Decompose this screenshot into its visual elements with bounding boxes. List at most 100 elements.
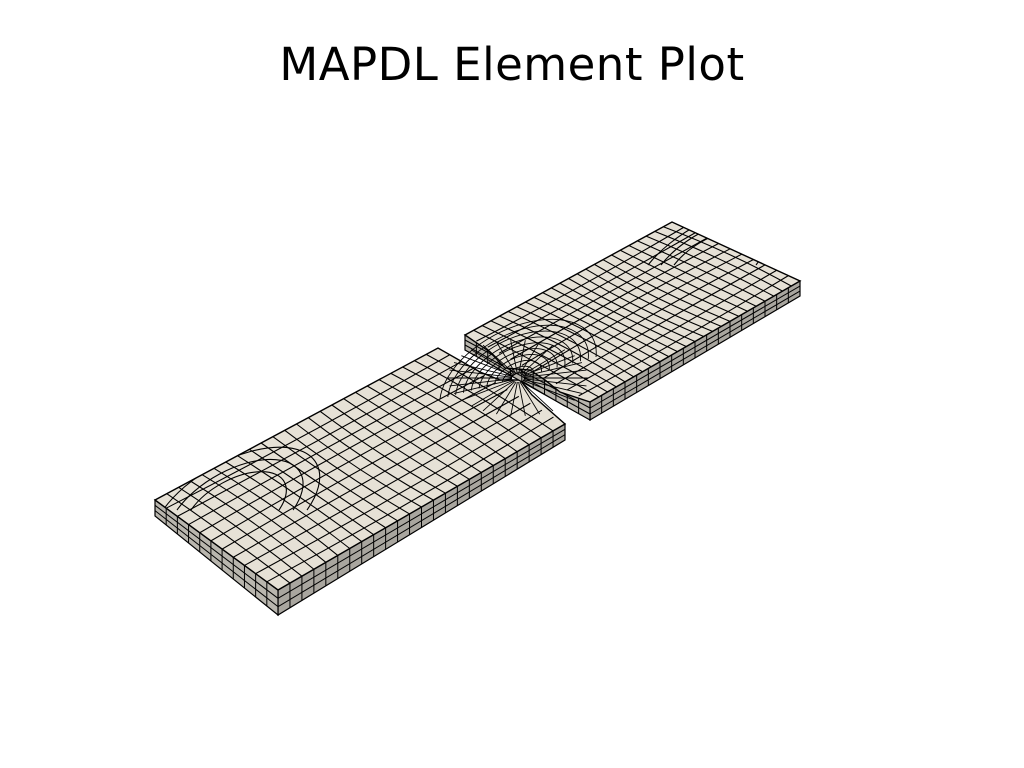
mesh-line (319, 410, 446, 494)
mesh-line (482, 325, 608, 393)
mesh-line (176, 458, 304, 511)
mesh-line (307, 417, 434, 501)
notch-spoke (482, 344, 516, 375)
plot-title: MAPDL Element Plot (279, 38, 745, 91)
notch-ring (439, 318, 597, 400)
mesh-line (225, 461, 351, 549)
notch-spoke (482, 381, 516, 412)
notch-spoke (521, 349, 566, 376)
notch-spoke (495, 381, 517, 415)
mesh-line (244, 402, 531, 566)
mesh-line (567, 269, 778, 391)
notch-spoke (461, 379, 514, 401)
mesh-line (499, 315, 626, 383)
mesh-line (255, 409, 543, 575)
mesh-line (331, 404, 458, 487)
mesh-line (559, 282, 687, 348)
mesh-line (637, 240, 766, 302)
mesh-line (165, 354, 450, 509)
notch-spoke (522, 379, 575, 401)
mesh-line (188, 368, 473, 526)
mesh-line (544, 259, 754, 379)
notch-spoke (453, 362, 513, 377)
mesh-line (266, 416, 554, 583)
mesh-line (232, 395, 520, 558)
lower-plate[interactable] (153, 347, 567, 617)
mesh-line (284, 429, 410, 515)
notch-spoke (521, 380, 566, 407)
mesh-line (555, 264, 766, 385)
mesh-line (296, 423, 422, 508)
notch-ring (470, 342, 566, 391)
mesh-line (162, 446, 321, 511)
notch-spoke (520, 381, 554, 412)
mesh-line (510, 242, 719, 360)
mesh-line (355, 391, 482, 473)
mesh-line (476, 226, 684, 342)
mesh-line (487, 232, 696, 348)
mesh-line (390, 372, 518, 453)
mesh-line (578, 275, 789, 397)
notch-ring (447, 324, 589, 397)
mesh-line (576, 273, 704, 337)
notch-spoke (495, 341, 517, 375)
notch-spoke (510, 381, 518, 416)
mesh-line (366, 385, 494, 466)
notch-ring (462, 336, 574, 393)
mesh-line (473, 329, 600, 398)
mesh-line (249, 448, 374, 536)
notch-ring (478, 348, 558, 389)
notch-spoke (523, 378, 587, 387)
mesh-line (516, 306, 643, 373)
mesh-line (654, 230, 783, 292)
notch-spoke (523, 362, 583, 377)
mesh-line (507, 310, 635, 378)
mesh-line (611, 254, 739, 317)
side-layer-line (589, 285, 800, 409)
notch-spoke (470, 380, 515, 407)
lower-plate-top-mesh (162, 353, 554, 584)
mesh-line (178, 486, 303, 577)
mesh-line (190, 480, 315, 570)
notch-spoke (449, 369, 513, 378)
mesh-line (532, 253, 743, 373)
notch-spoke (510, 340, 518, 375)
mesh-line (190, 471, 287, 511)
mesh-line (343, 398, 470, 480)
mesh-line (199, 375, 485, 534)
mesh-line (378, 379, 506, 460)
mesh-line (201, 474, 327, 563)
mesh-line (213, 467, 339, 556)
mesh-line (585, 268, 713, 332)
lower-plate-side-mesh (155, 424, 565, 615)
notch-ring (494, 359, 542, 385)
mesh-line (402, 366, 530, 446)
mesh-line (663, 226, 792, 287)
notch-spoke (522, 355, 575, 377)
notch-spoke (449, 378, 513, 387)
mesh-line (628, 245, 757, 307)
mesh-line (210, 382, 496, 542)
notch-ring (455, 330, 582, 395)
notch-refined-mesh (439, 318, 597, 416)
mesh-line (221, 388, 508, 550)
mesh-line (620, 249, 748, 312)
mesh-line (490, 320, 617, 388)
mesh-line (602, 259, 731, 322)
mesh-line (594, 263, 722, 327)
mesh-line (177, 361, 462, 517)
side-layer-line (277, 428, 565, 599)
notch-spoke (518, 381, 526, 416)
notch-spoke (453, 379, 513, 394)
notch-spoke (520, 344, 554, 375)
mesh-line (568, 278, 696, 343)
side-layer-line (155, 510, 279, 608)
mesh-line (414, 360, 542, 439)
notch-spoke (523, 369, 587, 378)
mesh-line (425, 353, 554, 432)
mesh-line (550, 287, 678, 353)
notch-spoke (470, 349, 515, 376)
mesh-line (260, 442, 386, 529)
